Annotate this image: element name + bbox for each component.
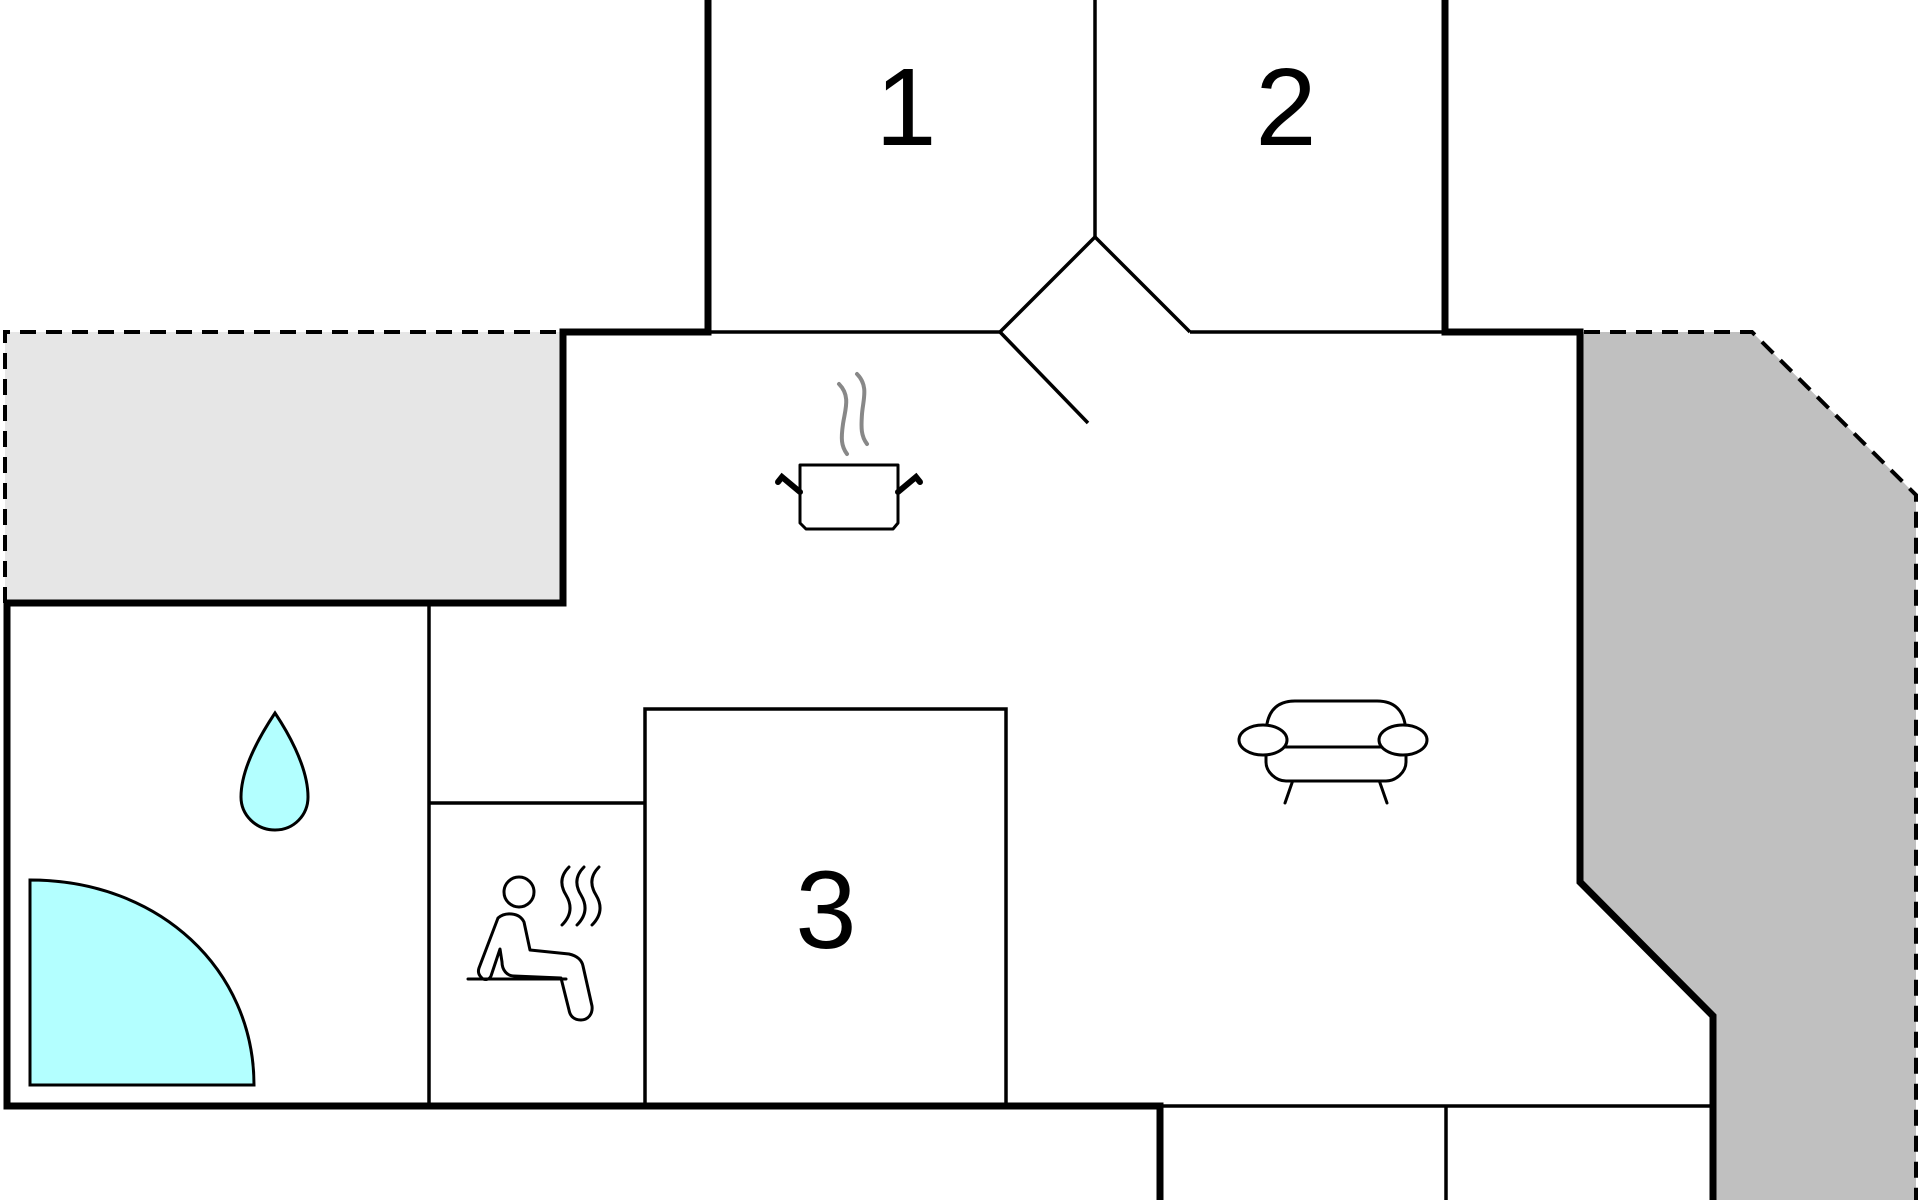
- interior-walls: [427, 0, 1713, 1200]
- sofa-icon: [1237, 699, 1429, 805]
- room-label-2: 2: [1255, 46, 1316, 169]
- shower-tray-icon: [28, 878, 256, 1087]
- room-label-1: 1: [875, 46, 936, 169]
- cooking-pot-icon: [775, 372, 923, 531]
- exterior-walls: [3, 0, 1717, 1200]
- water-drop-icon: [239, 710, 310, 832]
- room-label-3: 3: [795, 849, 856, 972]
- terrace-left: [3, 330, 563, 603]
- terrace-right: [1580, 330, 1918, 1200]
- sauna-icon: [466, 865, 602, 1022]
